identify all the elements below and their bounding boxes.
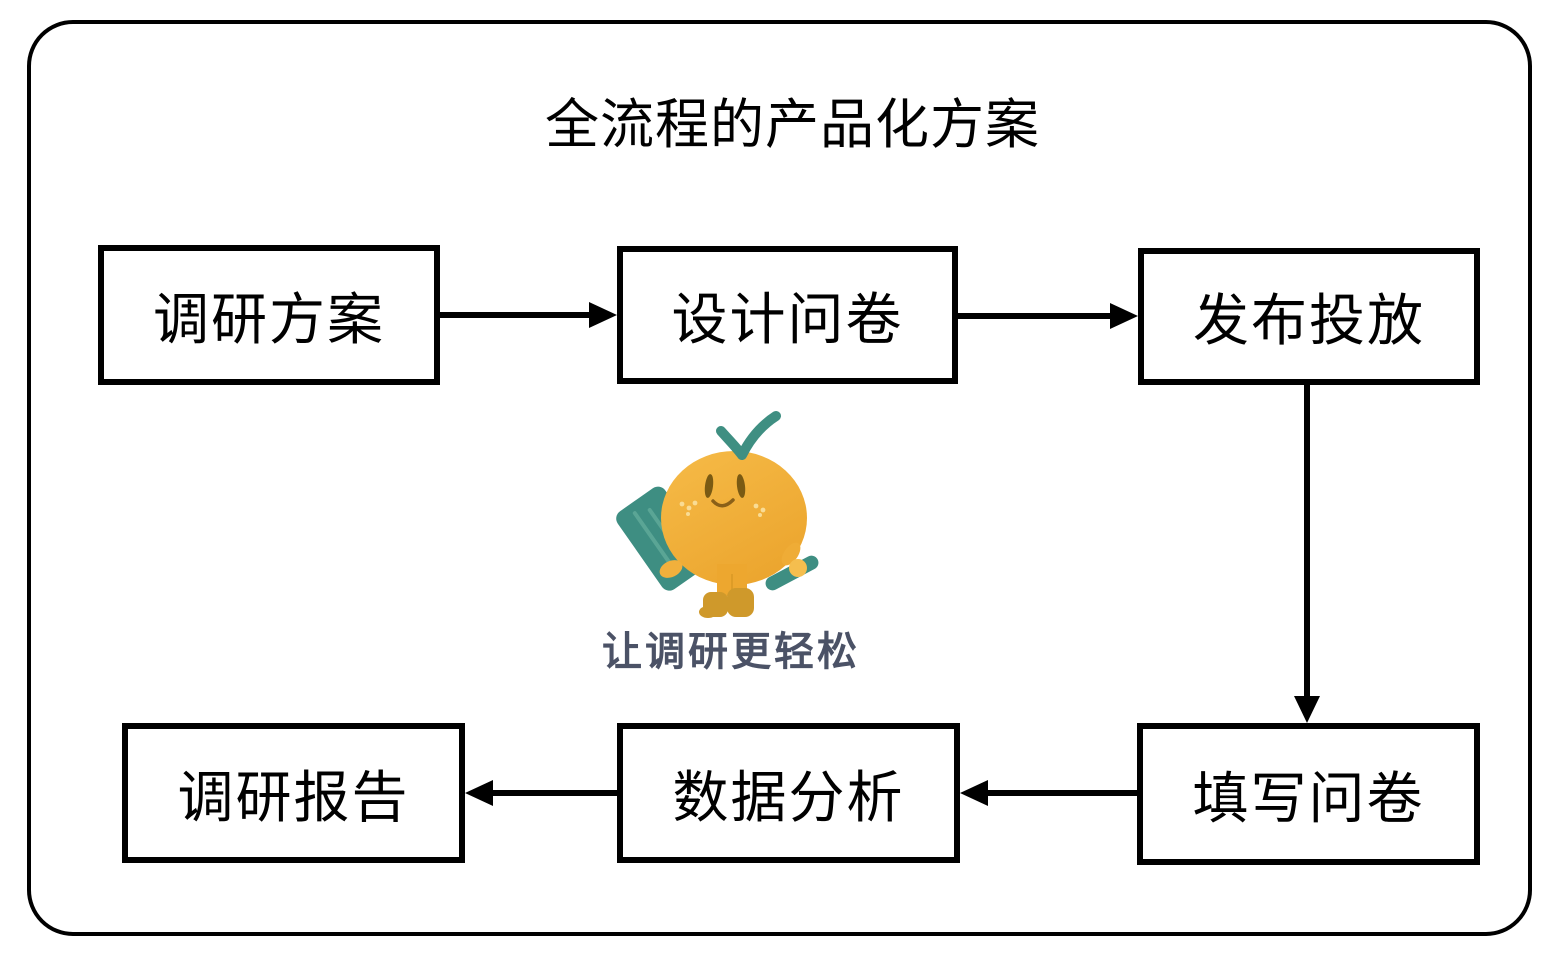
flow-node-label: 填写问卷 [1192,766,1425,830]
diagram-title: 全流程的产品化方案 [545,95,1040,155]
leaf-sprout-icon [716,411,781,460]
flow-node-design-questionnaire: 设计问卷 [617,246,958,384]
flow-node-fill-questionnaire: 填写问卷 [1137,723,1480,865]
arrow-head-left-icon [465,780,493,806]
flow-node-label: 发布投放 [1193,289,1425,352]
flow-node-label: 设计问卷 [671,287,904,351]
mascot-hand-left [659,560,683,578]
flow-node-data-analysis: 数据分析 [617,723,960,863]
arrow-line [491,790,617,796]
mascot-eyes [704,474,746,498]
mascot-tagline: 让调研更轻松 [602,630,860,674]
flow-node-label: 调研方案 [153,287,385,351]
arrow-line [958,313,1112,319]
arrow-head-left-icon [960,780,988,806]
arrow-line [986,790,1137,796]
arrow-line [1304,385,1310,698]
flow-node-label: 数据分析 [672,765,905,829]
mascot-boots [699,588,754,618]
mascot-hand-right [789,559,807,577]
orange-mascot-with-clipboard-and-pen-icon [616,411,819,618]
mascot-body [661,451,807,585]
arrow-line [440,312,591,318]
mascot-mouth [711,498,735,508]
flow-node-publish-launch: 发布投放 [1138,248,1480,385]
flow-node-label: 调研报告 [177,765,410,829]
arrow-head-right-icon [1110,303,1138,329]
diagram-border [27,20,1532,936]
mascot-arm [781,542,801,566]
flow-node-survey-report: 调研报告 [122,723,465,863]
arrow-head-right-icon [589,302,617,328]
mascot-freckles [679,500,766,517]
arrow-head-down-icon [1294,696,1320,723]
flow-node-survey-plan: 调研方案 [98,245,440,385]
